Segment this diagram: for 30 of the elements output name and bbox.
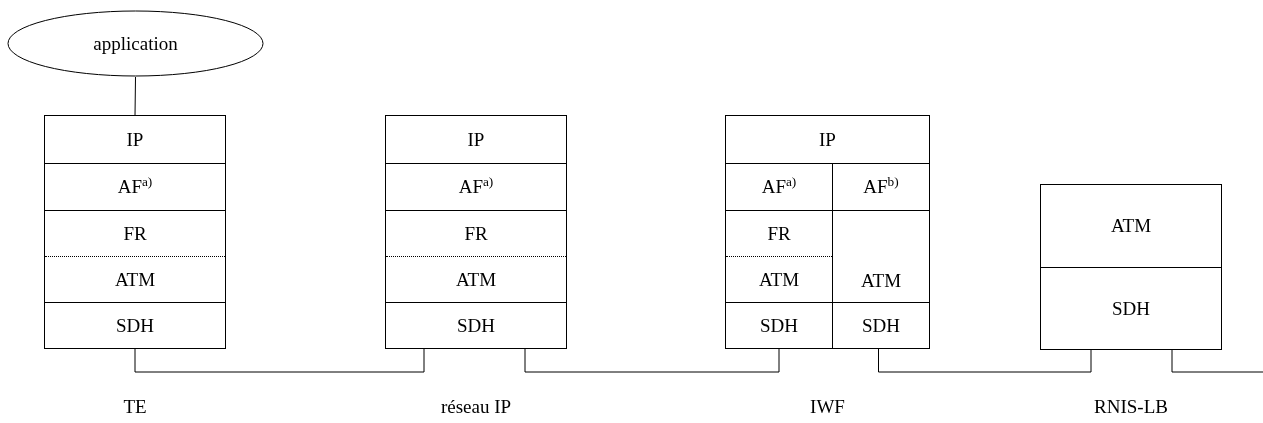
- protocol-layer: ATM: [726, 256, 832, 302]
- protocol-layer: SDH: [386, 302, 566, 349]
- protocol-layer: FR: [726, 210, 832, 256]
- protocol-layer: AF$^{a)}$: [726, 163, 832, 210]
- protocol-layer: SDH: [1041, 267, 1221, 349]
- stack-label: IWF: [810, 396, 845, 418]
- protocol-layer: ATM: [832, 210, 929, 302]
- connector-line: [878, 348, 1092, 373]
- protocol-layer: ATM: [1041, 185, 1221, 267]
- protocol-layer: AF$^{b)}$: [832, 163, 929, 210]
- protocol-layer: SDH: [832, 302, 929, 349]
- protocol-layer: FR: [45, 210, 225, 256]
- connector-line: [134, 348, 425, 373]
- protocol-layer: IP: [726, 116, 929, 163]
- protocol-layer: AF$^{a)}$: [45, 163, 225, 210]
- connector-line: [524, 348, 780, 373]
- protocol-layer: IP: [45, 116, 225, 163]
- connector-line: [134, 76, 136, 117]
- protocol-layer: SDH: [45, 302, 225, 349]
- protocol-layer: AF$^{a)}$: [386, 163, 566, 210]
- stack-label: TE: [123, 396, 147, 418]
- protocol-layer: FR: [386, 210, 566, 256]
- protocol-layer: ATM: [45, 256, 225, 302]
- node-label: application: [93, 32, 178, 55]
- protocol-layer: IP: [386, 116, 566, 163]
- stack-label: réseau IP: [440, 396, 512, 418]
- connector-line: [1171, 348, 1263, 373]
- protocol-layer: ATM: [386, 256, 566, 302]
- protocol-layer: SDH: [726, 302, 832, 349]
- stack-label: RNIS-LB: [1094, 396, 1168, 418]
